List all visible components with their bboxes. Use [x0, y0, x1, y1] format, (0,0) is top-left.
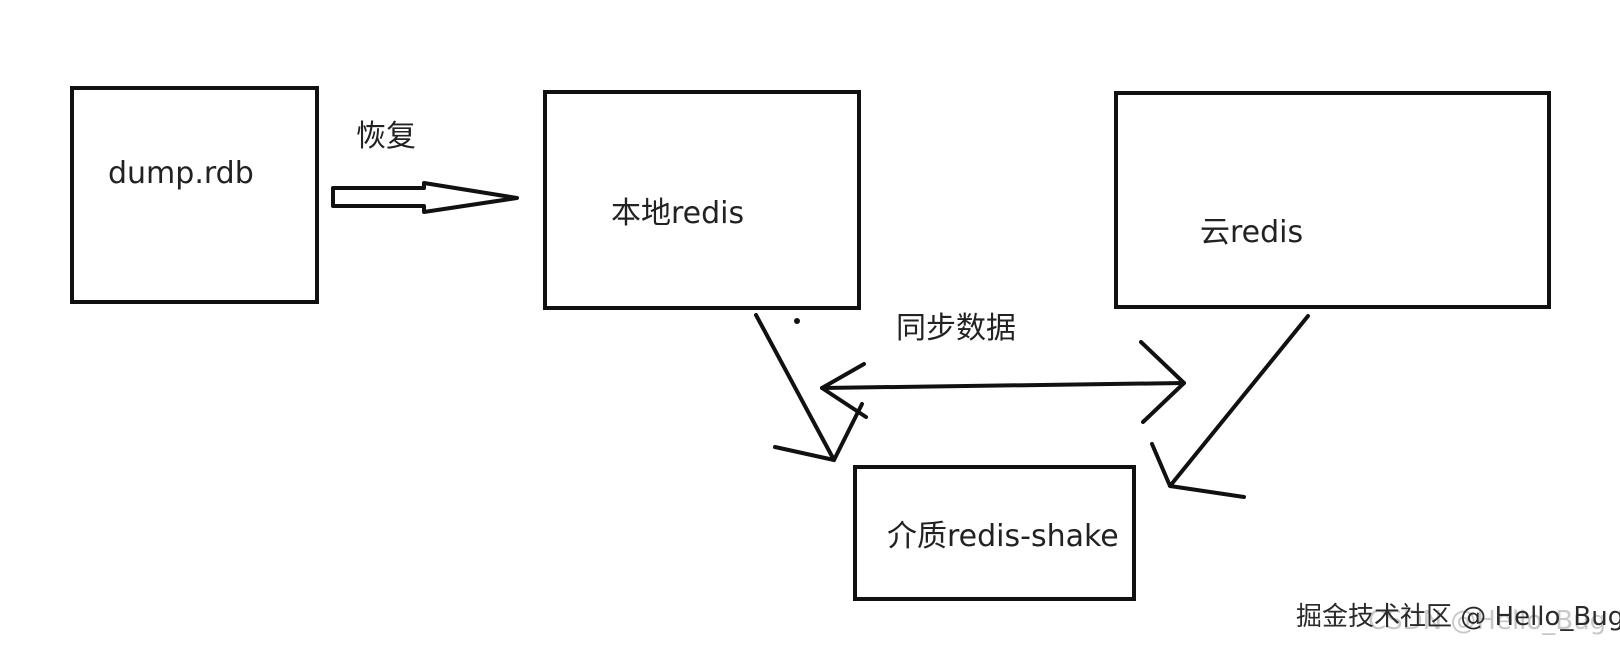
watermark-ghost: CSDN @Hello_Bug: [1368, 606, 1607, 636]
watermark: 掘金技术社区 @ Hello_Bug: [1296, 602, 1620, 632]
dump-rdb-box: dump.rdb: [70, 86, 319, 304]
cloud-to-shake-arrow: [1168, 314, 1310, 488]
sync-arrowhead-right: [1139, 340, 1186, 424]
cloud-redis-label: 云redis: [1200, 215, 1304, 250]
local-redis-label: 本地redis: [611, 196, 745, 231]
cloud-redis-box: 云redis: [1114, 91, 1551, 309]
dump-rdb-label: dump.rdb: [108, 156, 254, 191]
sync-label: 同步数据: [896, 311, 1016, 346]
local-redis-box: 本地redis: [543, 90, 861, 310]
local-to-shake-arrowhead: [773, 402, 864, 462]
redis-shake-box: 介质redis-shake: [853, 465, 1136, 601]
local-to-shake-arrow: [754, 313, 836, 462]
sync-arrow-line: [820, 381, 1186, 390]
restore-label: 恢复: [356, 119, 416, 154]
restore-arrow: [331, 181, 519, 214]
ink-dot: [794, 318, 800, 324]
redis-shake-label: 介质redis-shake: [887, 519, 1119, 554]
sync-arrowhead-left: [820, 362, 868, 419]
cloud-to-shake-arrowhead: [1150, 442, 1246, 499]
